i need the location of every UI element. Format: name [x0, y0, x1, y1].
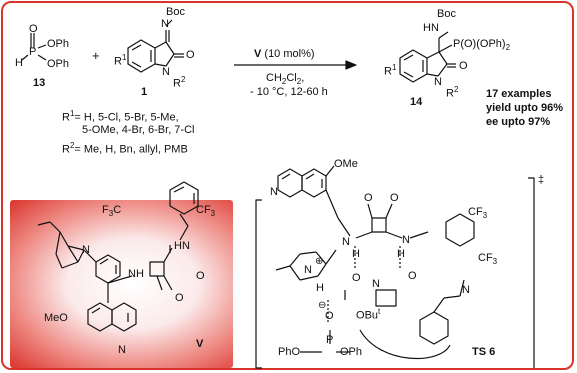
phosphite-oph-1: OPh	[47, 38, 70, 50]
ts-bracket	[255, 177, 535, 369]
ts-nh-right: N	[402, 234, 410, 246]
ts-label: TS 6	[472, 346, 496, 358]
ts-phosphorus: P	[326, 334, 334, 346]
isatin-n: N	[162, 66, 170, 78]
isatin-r1: R1	[114, 53, 127, 68]
isatin-ketimine-bonds	[127, 19, 184, 73]
ts-curved-arrow	[359, 329, 451, 360]
isatin-imine-n: N	[161, 18, 169, 30]
catalyst-squaramide-o-bottom: O	[175, 292, 184, 304]
phosphite-phosphorus: P	[29, 46, 37, 58]
catalyst-highlight-box	[10, 200, 233, 368]
product-r2: R2	[446, 85, 459, 100]
catalyst-cf3-left: F3C	[102, 204, 122, 219]
ts-double-dagger: ‡	[538, 174, 545, 186]
ts-nh-right-h: H	[397, 248, 405, 260]
compound-number-13: 13	[33, 77, 46, 89]
catalyst-cf3-right: CF3	[196, 204, 216, 219]
r2-definition: R2= Me, H, Bn, allyl, PMB	[62, 141, 188, 156]
catalyst-loading: V (10 mol%)	[254, 48, 315, 60]
product-r1: R1	[384, 63, 397, 78]
r1-definition-line2: 5-OMe, 4-Br, 6-Br, 7-Cl	[82, 124, 195, 136]
ts-nh-left-h: H	[352, 248, 360, 260]
ts-squaramide-o1: O	[364, 192, 373, 204]
ts-boc-n: N	[372, 278, 380, 290]
ts-nh-left: N	[342, 236, 350, 248]
ts-isatin-n: N	[462, 284, 470, 296]
catalyst-bonds	[37, 181, 199, 332]
ts-minus-charge: ⊖	[318, 300, 327, 311]
product-bonds	[399, 31, 456, 83]
phosphite-oxygen: O	[29, 23, 38, 35]
catalyst-label: V	[196, 338, 204, 350]
plus-sign: +	[92, 48, 100, 63]
ts-squaramide-o2: O	[390, 192, 399, 204]
solvent: CH2Cl2,	[266, 72, 305, 87]
catalyst-methoxy: MeO	[44, 312, 68, 324]
ts-phosphite-o-minus: O	[325, 310, 334, 322]
product-hn: HN	[423, 22, 439, 34]
ts-plus-charge: ⊕	[315, 256, 324, 267]
temperature-time: - 10 °C, 12-60 h	[250, 86, 328, 98]
ts-isatin-o: O	[408, 270, 417, 282]
ts-obu: OBut	[356, 307, 381, 322]
ts-ammonium-h: H	[316, 282, 324, 294]
catalyst-squaramide-o-top: O	[196, 270, 205, 282]
ts-oph: OPh	[340, 346, 363, 358]
ts-methoxy: OMe	[334, 158, 358, 170]
ts-bonds	[275, 165, 475, 353]
product-carbonyl-o: O	[459, 60, 468, 72]
reaction-arrow	[234, 60, 357, 70]
ts-pho: PhO	[278, 346, 301, 358]
ts-ammonium-n: N	[304, 264, 312, 276]
ts-quinoline-n: N	[270, 186, 278, 198]
catalyst-nh: NH	[128, 268, 144, 280]
phosphite-bonds	[21, 33, 47, 61]
product-n: N	[434, 76, 442, 88]
isatin-boc: Boc	[166, 6, 185, 18]
catalyst-hn: HN	[174, 240, 190, 252]
ts-boc-o1: O	[352, 272, 361, 284]
results-ee: ee upto 97%	[486, 116, 551, 128]
catalyst-quinuclidine-n: N	[82, 244, 90, 256]
r1-definition-line1: R1= H, 5-Cl, 5-Br, 5-Me,	[62, 109, 179, 124]
isatin-r2: R2	[173, 75, 186, 90]
results-examples: 17 examples	[486, 88, 552, 100]
product-boc: Boc	[437, 8, 456, 20]
isatin-carbonyl-o: O	[186, 49, 195, 61]
compound-number-1: 1	[141, 86, 148, 98]
compound-number-14: 14	[410, 96, 423, 108]
phosphite-oph-2: OPh	[47, 58, 70, 70]
product-phosphonate: P(O)(OPh)2	[453, 38, 511, 53]
catalyst-quinoline-n: N	[118, 344, 126, 356]
ts-cf3-top: CF3	[468, 206, 488, 221]
phosphite-hydrogen: H	[15, 57, 23, 69]
results-yield: yield upto 96%	[486, 102, 564, 114]
ts-cf3-bottom: CF3	[478, 252, 498, 267]
